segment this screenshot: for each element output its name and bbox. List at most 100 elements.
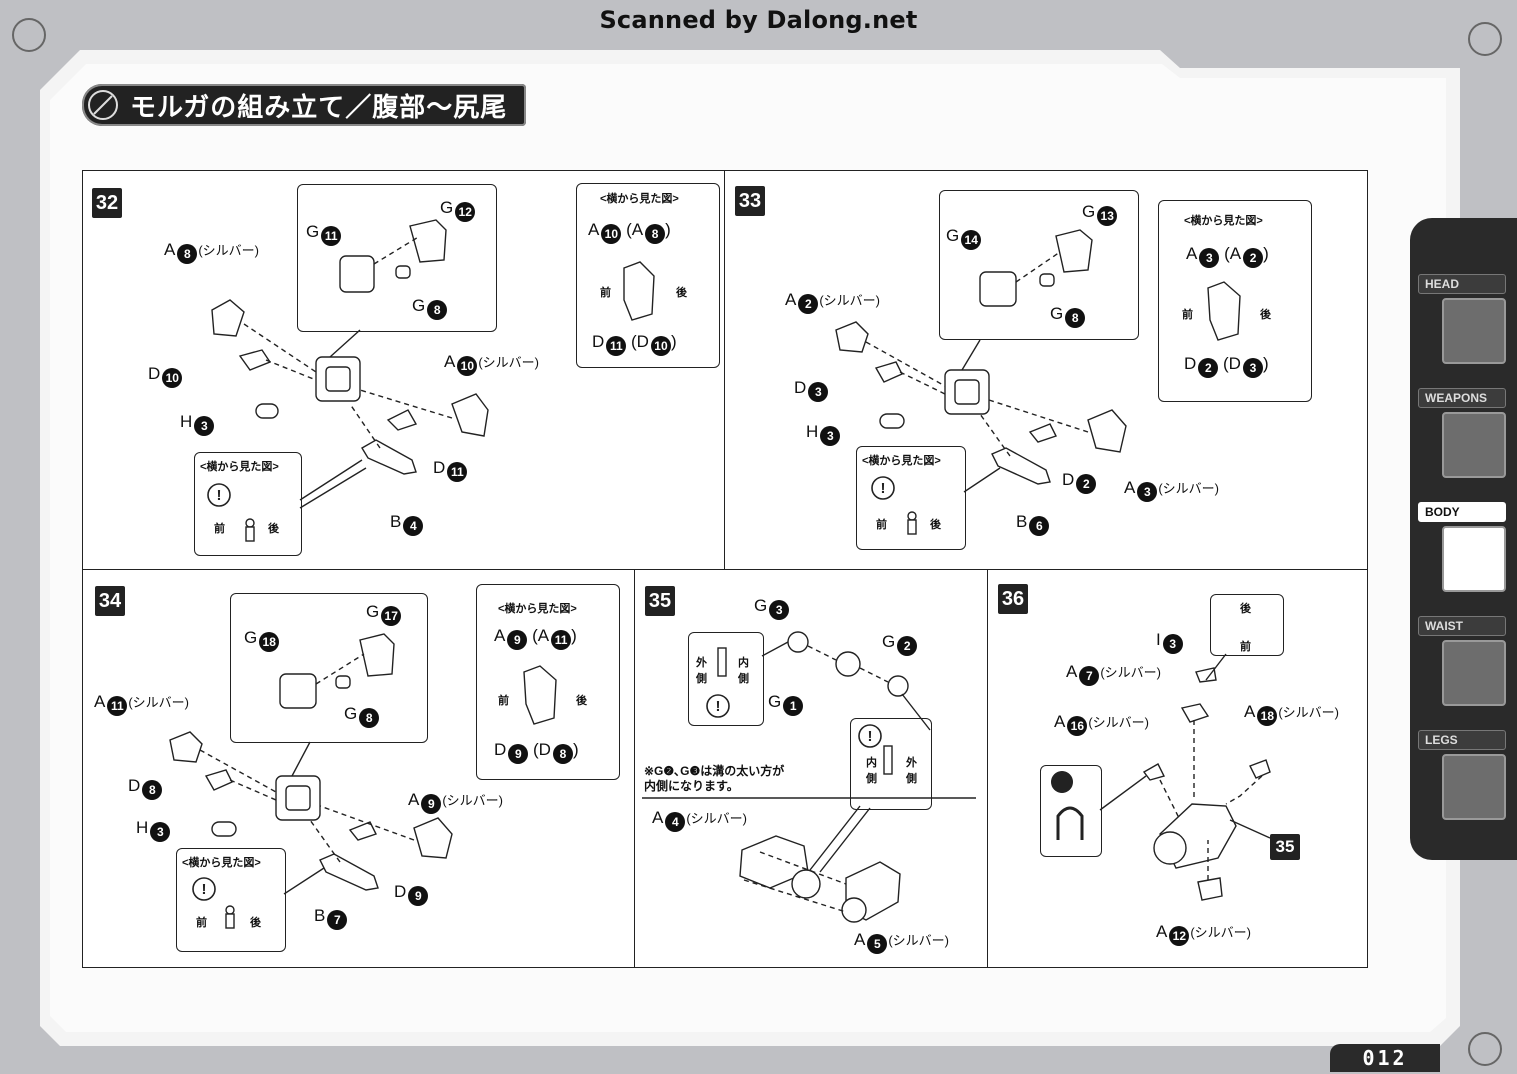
side-view-small-34 xyxy=(176,848,286,952)
back-label: 後 xyxy=(268,523,279,535)
corner-bolt-icon xyxy=(12,18,46,52)
step-number: 34 xyxy=(95,586,125,616)
front-label: 前 xyxy=(1240,641,1251,653)
side-view-title: <横から見た図> xyxy=(600,193,679,205)
warning-icon xyxy=(192,877,216,901)
scan-watermark: Scanned by Dalong.net xyxy=(599,6,918,34)
inner-side-label: 内側 xyxy=(738,657,749,685)
step-number: 32 xyxy=(92,188,122,218)
warning-icon xyxy=(207,483,231,507)
front-label: 前 xyxy=(196,917,207,929)
tab-label: BODY xyxy=(1418,502,1506,522)
front-label: 前 xyxy=(876,519,887,531)
tab-label: LEGS xyxy=(1418,730,1506,750)
front-label: 前 xyxy=(600,287,611,299)
front-label: 前 xyxy=(214,523,225,535)
head-icon xyxy=(1442,298,1506,364)
back-label: 後 xyxy=(576,695,587,707)
orientation-callout-36 xyxy=(1210,594,1284,656)
tab-legs[interactable]: LEGS xyxy=(1418,730,1506,820)
side-view-title: <横から見た図> xyxy=(498,603,577,615)
back-label: 後 xyxy=(250,917,261,929)
corner-bolt-icon xyxy=(1468,22,1502,56)
tab-body[interactable]: BODY xyxy=(1418,502,1506,592)
section-title-bar: モルガの組み立て／腹部〜尻尾 xyxy=(82,84,526,126)
side-view-title: <横から見た図> xyxy=(182,857,261,869)
tab-label: WEAPONS xyxy=(1418,388,1506,408)
body-icon xyxy=(1442,526,1506,592)
back-label: 後 xyxy=(676,287,687,299)
inner-side-label: 内側 xyxy=(866,757,877,785)
svg-text:!: ! xyxy=(868,728,873,745)
tab-weapons[interactable]: WEAPONS xyxy=(1418,388,1506,478)
tab-label: HEAD xyxy=(1418,274,1506,294)
step-reference-badge: 35 xyxy=(1270,834,1300,860)
svg-text:!: ! xyxy=(881,480,886,497)
weapons-icon xyxy=(1442,412,1506,478)
step-number: 35 xyxy=(645,586,675,616)
warning-icon xyxy=(871,476,895,500)
warning-icon xyxy=(706,694,730,718)
step-number: 36 xyxy=(998,584,1028,614)
outer-side-label: 外側 xyxy=(696,657,707,685)
svg-text:!: ! xyxy=(202,881,207,898)
corner-bolt-icon xyxy=(1468,1032,1502,1066)
assembly-note: ※G❷､G❸は溝の太い方が内側になります。 xyxy=(644,764,785,793)
tab-head[interactable]: HEAD xyxy=(1418,274,1506,364)
front-label: 前 xyxy=(1182,309,1193,321)
front-label: 前 xyxy=(498,695,509,707)
legs-icon xyxy=(1442,754,1506,820)
tab-waist[interactable]: WAIST xyxy=(1418,616,1506,706)
side-view-title: <横から見た図> xyxy=(200,461,279,473)
svg-text:!: ! xyxy=(716,698,721,715)
waist-icon xyxy=(1442,640,1506,706)
side-view-title: <横から見た図> xyxy=(1184,215,1263,227)
back-label: 後 xyxy=(1240,603,1251,615)
warning-icon xyxy=(858,724,882,748)
crosshair-icon xyxy=(88,90,118,120)
back-label: 後 xyxy=(930,519,941,531)
svg-text:!: ! xyxy=(217,487,222,504)
tab-label: WAIST xyxy=(1418,616,1506,636)
page-title: モルガの組み立て／腹部〜尻尾 xyxy=(130,93,508,123)
page-number: 012 xyxy=(1330,1044,1440,1072)
step-number: 33 xyxy=(735,186,765,216)
